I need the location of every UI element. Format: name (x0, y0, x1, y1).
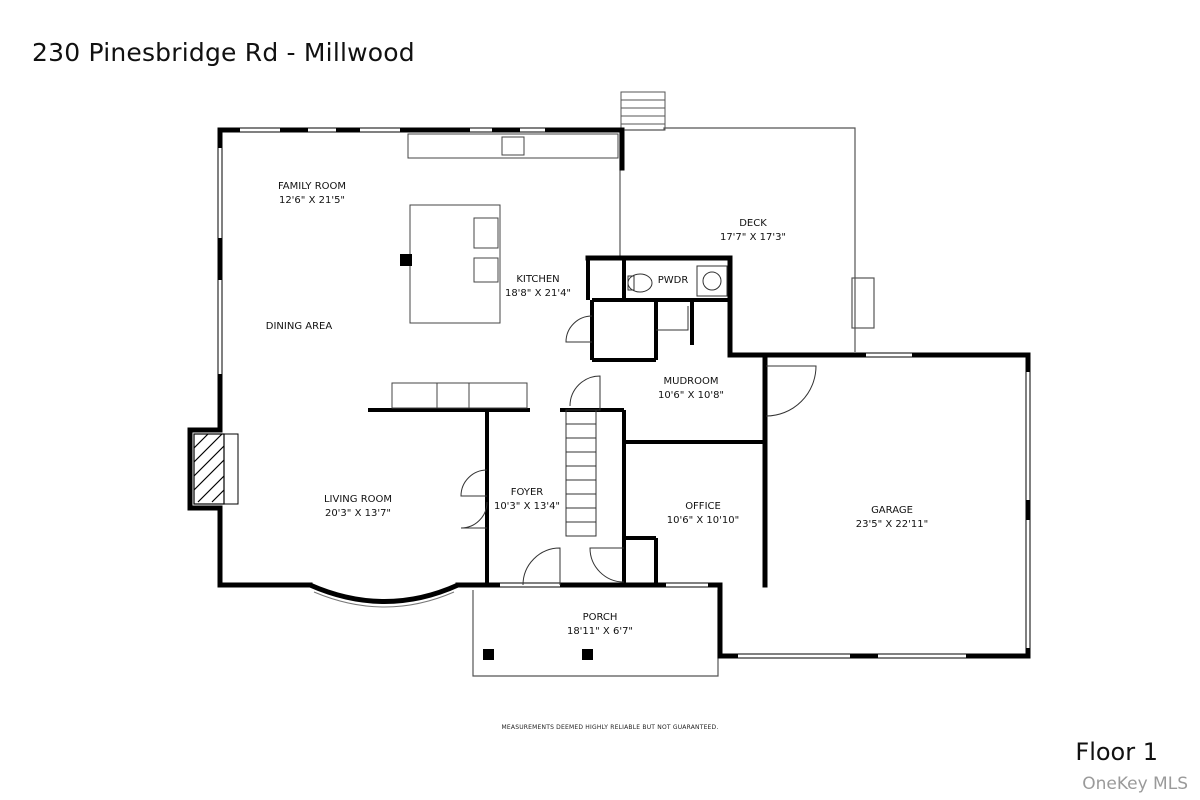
windows (218, 128, 1030, 658)
porch-dims: 18'11" X 6'7" (567, 626, 633, 637)
watermark: OneKey MLS (1082, 774, 1188, 794)
foyer-dims: 10'3" X 13'4" (494, 501, 560, 512)
foyer-staircase (565, 409, 597, 537)
bay-window (308, 582, 460, 604)
pwdr-fixtures (627, 265, 728, 297)
door-swings (460, 306, 817, 586)
living-room-dims: 20'3" X 13'7" (325, 508, 391, 519)
mudroom-dims: 10'6" X 10'8" (658, 390, 724, 401)
kitchen-dims: 18'8" X 21'4" (505, 288, 571, 299)
disclaimer-note: MEASUREMENTS DEEMED HIGHLY RELIABLE BUT … (501, 724, 719, 731)
kitchen-label: KITCHEN (516, 274, 559, 285)
porch-label: PORCH (583, 612, 618, 623)
office-dims: 10'6" X 10'10" (667, 515, 739, 526)
deck-label: DECK (739, 218, 767, 229)
counters (391, 133, 619, 409)
living-room-label: LIVING ROOM (324, 494, 392, 505)
office-label: OFFICE (685, 501, 721, 512)
kitchen-column (400, 254, 412, 266)
garage-dims: 23'5" X 22'11" (856, 519, 928, 530)
garage-label: GARAGE (871, 505, 913, 516)
deck-stairs (620, 91, 666, 131)
fireplace (193, 433, 239, 505)
foyer-label: FOYER (511, 487, 544, 498)
porch-column-left (483, 649, 494, 660)
family-room-label: FAMILY ROOM (278, 181, 346, 192)
floor-label: Floor 1 (1075, 738, 1158, 766)
pwdr-label: PWDR (658, 275, 689, 286)
exterior-walls (187, 127, 1031, 659)
mudroom-label: MUDROOM (664, 376, 719, 387)
deck-dims: 17'7" X 17'3" (720, 232, 786, 243)
porch-column-right (582, 649, 593, 660)
plan-title: 230 Pinesbridge Rd - Millwood (32, 38, 415, 67)
dining-area-label: DINING AREA (266, 321, 333, 332)
family-room-dims: 12'6" X 21'5" (279, 195, 345, 206)
